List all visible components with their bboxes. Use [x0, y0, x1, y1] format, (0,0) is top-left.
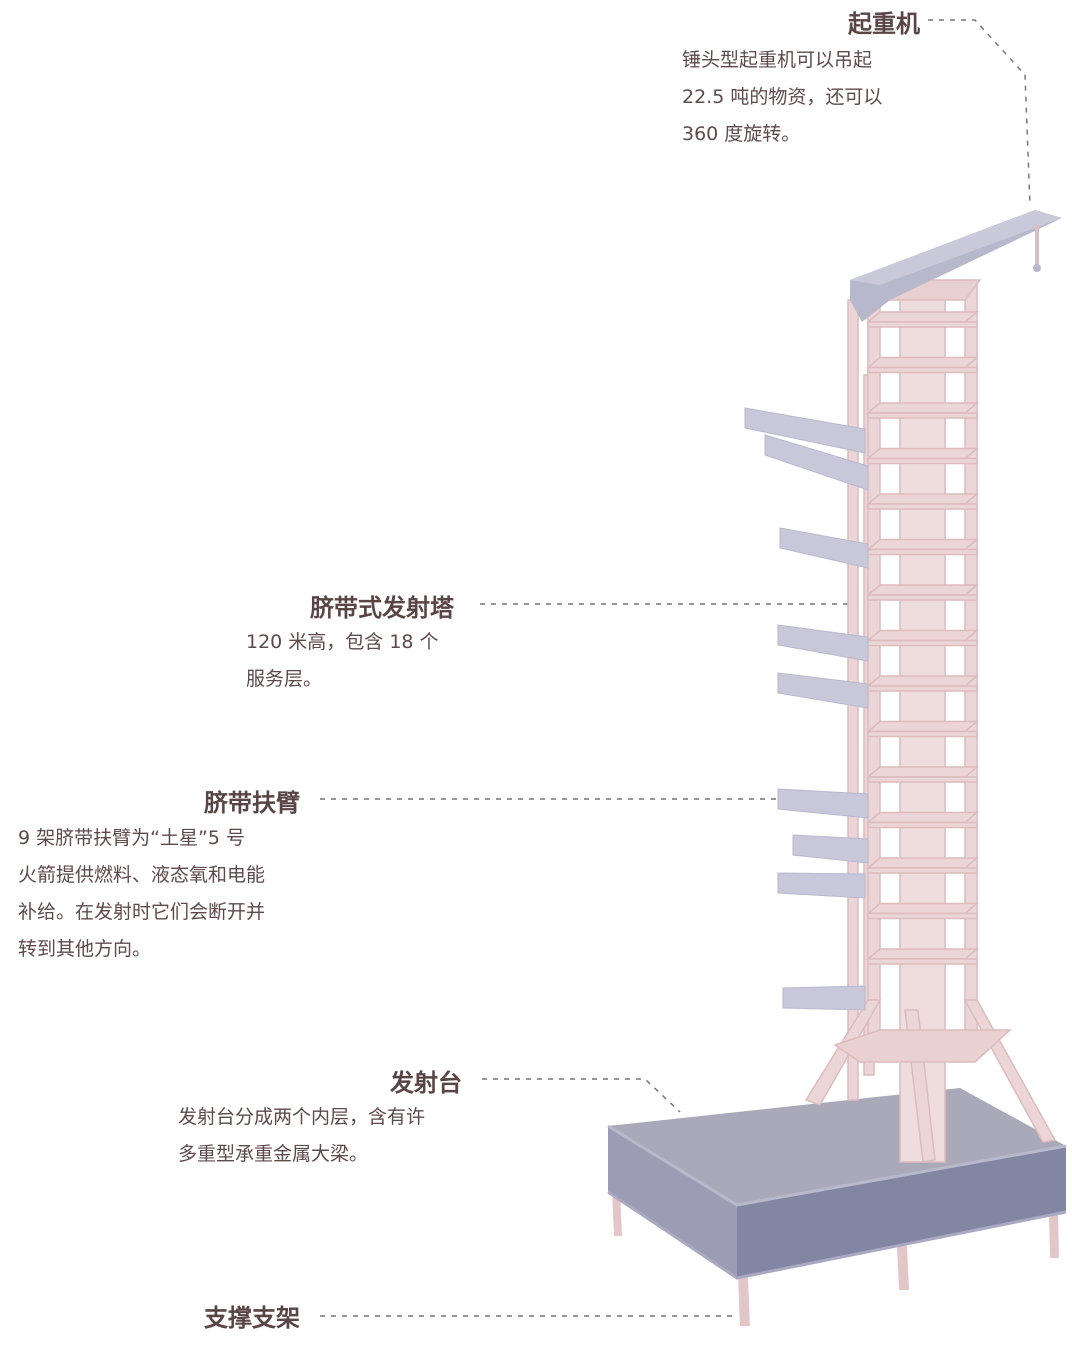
- crane-desc-line: 22.5 吨的物资，还可以: [682, 86, 883, 108]
- service-level: [865, 493, 980, 505]
- service-level: [865, 811, 980, 824]
- service-level: [865, 311, 980, 323]
- umbilical-arm: [792, 834, 869, 864]
- arms-desc-line: 补给。在发射时它们会断开并: [18, 901, 266, 923]
- tower-desc-line: 120 米高，包含 18 个: [246, 631, 439, 653]
- umbilical-tower: [804, 279, 1057, 1163]
- service-level: [865, 675, 980, 687]
- arms-desc-line: 转到其他方向。: [18, 938, 152, 960]
- service-level-beam: [867, 958, 978, 965]
- service-level: [865, 902, 980, 915]
- platform-desc-line: 多重型承重金属大梁。: [178, 1143, 369, 1165]
- service-level-beam: [867, 412, 978, 419]
- support-legs: [612, 1190, 1059, 1326]
- service-level-beam: [867, 639, 978, 647]
- service-level: [865, 629, 980, 642]
- tower-title: 脐带式发射塔: [310, 594, 454, 622]
- crane-description: 锤头型起重机可以吊起 22.5 吨的物资，还可以 360 度旋转。: [682, 42, 882, 153]
- umbilical-arm: [744, 407, 866, 454]
- service-level: [865, 402, 980, 414]
- service-level: [865, 447, 980, 460]
- service-level-beam: [867, 594, 978, 601]
- platform-desc-line: 发射台分成两个内层，含有许: [178, 1106, 426, 1128]
- umbilical-arm: [764, 434, 869, 491]
- service-level-beam: [867, 685, 978, 692]
- umbilical-arm: [777, 788, 869, 819]
- crane-desc-line: 锤头型起重机可以吊起: [682, 49, 873, 71]
- service-level-beam: [867, 457, 978, 465]
- service-level: [865, 766, 980, 778]
- leader-lines: [320, 19, 1031, 1317]
- service-level-beam: [867, 776, 978, 783]
- service-level-beam: [867, 867, 978, 874]
- service-level: [865, 584, 980, 596]
- service-level-beam: [867, 321, 978, 328]
- umbilical-arm: [777, 672, 869, 709]
- service-level: [865, 857, 980, 869]
- arms-desc-line: 9 架脐带扶臂为“土星”5 号: [18, 827, 245, 849]
- service-level-beam: [867, 912, 978, 920]
- service-level-beam: [867, 548, 978, 556]
- tower-description: 120 米高，包含 18 个 服务层。: [246, 624, 439, 698]
- platform-description: 发射台分成两个内层，含有许 多重型承重金属大梁。: [178, 1099, 425, 1173]
- launch-platform: [607, 1088, 1067, 1280]
- service-level: [865, 356, 980, 369]
- umbilical-arm: [777, 624, 869, 662]
- arms-title: 脐带扶臂: [204, 789, 300, 817]
- arms-description: 9 架脐带扶臂为“土星”5 号 火箭提供燃料、液态氧和电能 补给。在发射时它们会…: [18, 820, 265, 968]
- umbilical-arm: [777, 872, 866, 899]
- service-level-beam: [867, 730, 978, 738]
- crane-desc-line: 360 度旋转。: [682, 123, 801, 145]
- service-level-beam: [867, 503, 978, 510]
- platform-title: 发射台: [390, 1069, 462, 1097]
- tower-desc-line: 服务层。: [246, 668, 323, 690]
- crane: [850, 210, 1062, 322]
- crane-leader: [928, 19, 1031, 206]
- service-level: [865, 538, 980, 551]
- support-title: 支撑支架: [204, 1304, 300, 1332]
- service-level-beam: [867, 366, 978, 374]
- umbilical-arm: [779, 527, 869, 569]
- service-level: [865, 720, 980, 733]
- umbilical-arms: [744, 407, 869, 1011]
- umbilical-arm: [782, 985, 866, 1011]
- platform-leader: [482, 1078, 681, 1113]
- service-level: [865, 948, 980, 960]
- service-level-beam: [867, 821, 978, 829]
- crane-title: 起重机: [848, 10, 920, 38]
- arms-desc-line: 火箭提供燃料、液态氧和电能: [18, 864, 266, 886]
